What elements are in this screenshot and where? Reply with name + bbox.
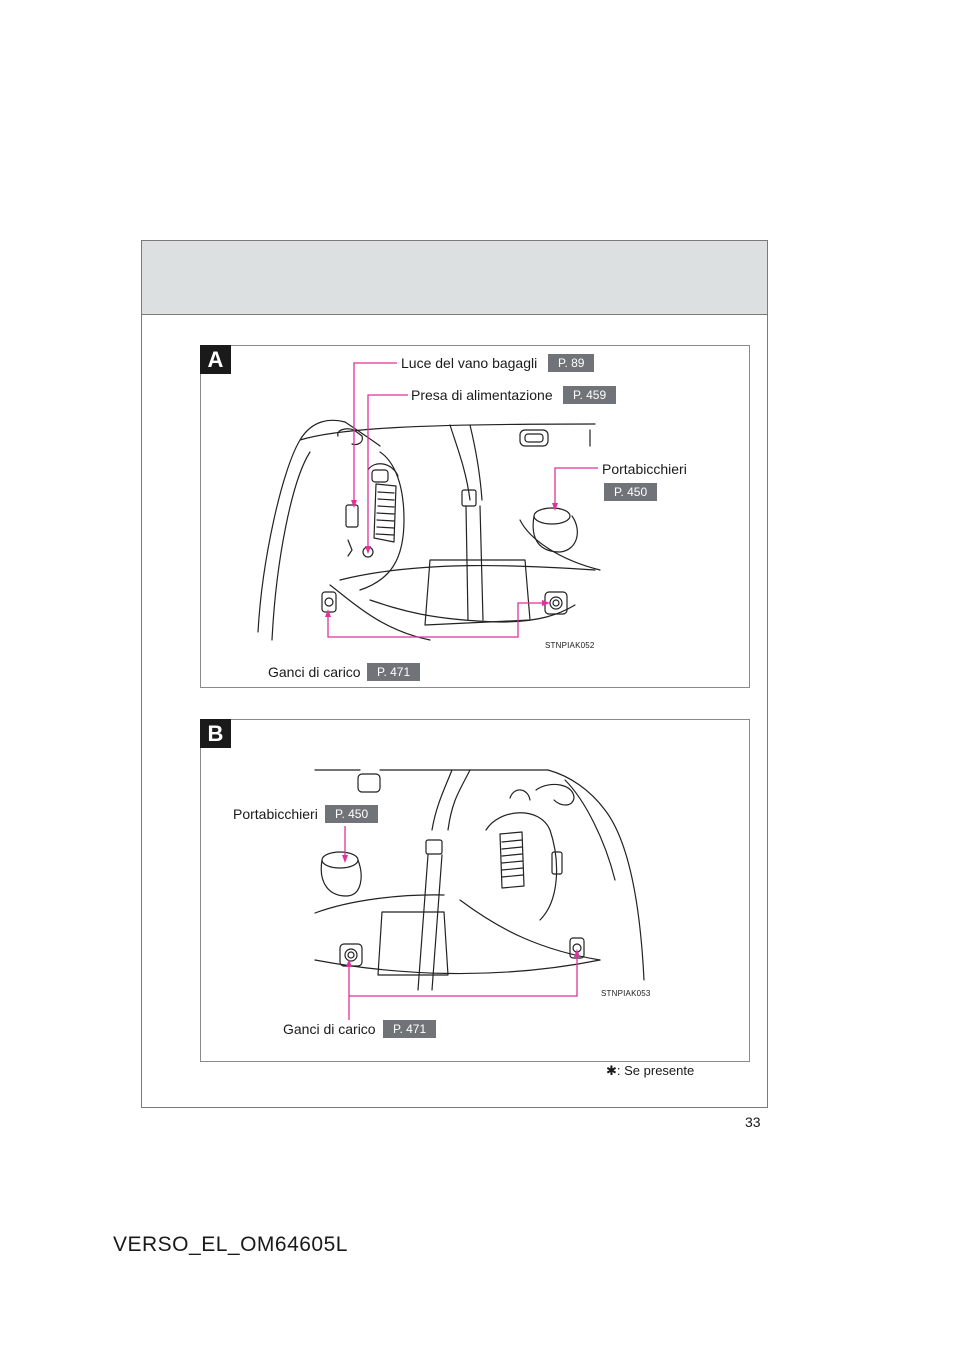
portabicchieri-b-label: Portabicchieri (233, 806, 318, 822)
ganci-carico-b-ref[interactable]: P. 471 (383, 1020, 437, 1038)
panel-a (200, 345, 750, 688)
document-code: VERSO_EL_OM64605L (113, 1233, 348, 1256)
luce-vano-bagagli-ref[interactable]: P. 89 (548, 354, 595, 372)
page-number: 33 (745, 1114, 761, 1130)
portabicchieri-a-label: Portabicchieri (602, 461, 687, 477)
panel-a-illustration (257, 419, 601, 641)
luce-vano-bagagli-label: Luce del vano bagagli (401, 355, 538, 371)
ganci-carico-a-ref[interactable]: P. 471 (367, 663, 421, 681)
page-frame (141, 240, 768, 1108)
presa-alimentazione-label: Presa di alimentazione (411, 387, 553, 403)
portabicchieri-b-ref[interactable]: P. 450 (325, 805, 379, 823)
optional-note: ✱: Se presente (606, 1063, 695, 1078)
ganci-carico-a-label: Ganci di carico (268, 664, 361, 680)
image-code-a: STNPIAK052 (545, 641, 595, 650)
ganci-carico-b-label: Ganci di carico (283, 1021, 376, 1037)
panel-a-tag: A (200, 345, 231, 374)
image-code-b: STNPIAK053 (601, 989, 651, 998)
panel-b (200, 719, 750, 1062)
panel-b-illustration (314, 769, 645, 991)
presa-alimentazione-ref[interactable]: P. 459 (563, 386, 617, 404)
panel-b-tag: B (200, 719, 231, 748)
header-band (142, 241, 767, 315)
portabicchieri-a-ref[interactable]: P. 450 (604, 483, 658, 501)
